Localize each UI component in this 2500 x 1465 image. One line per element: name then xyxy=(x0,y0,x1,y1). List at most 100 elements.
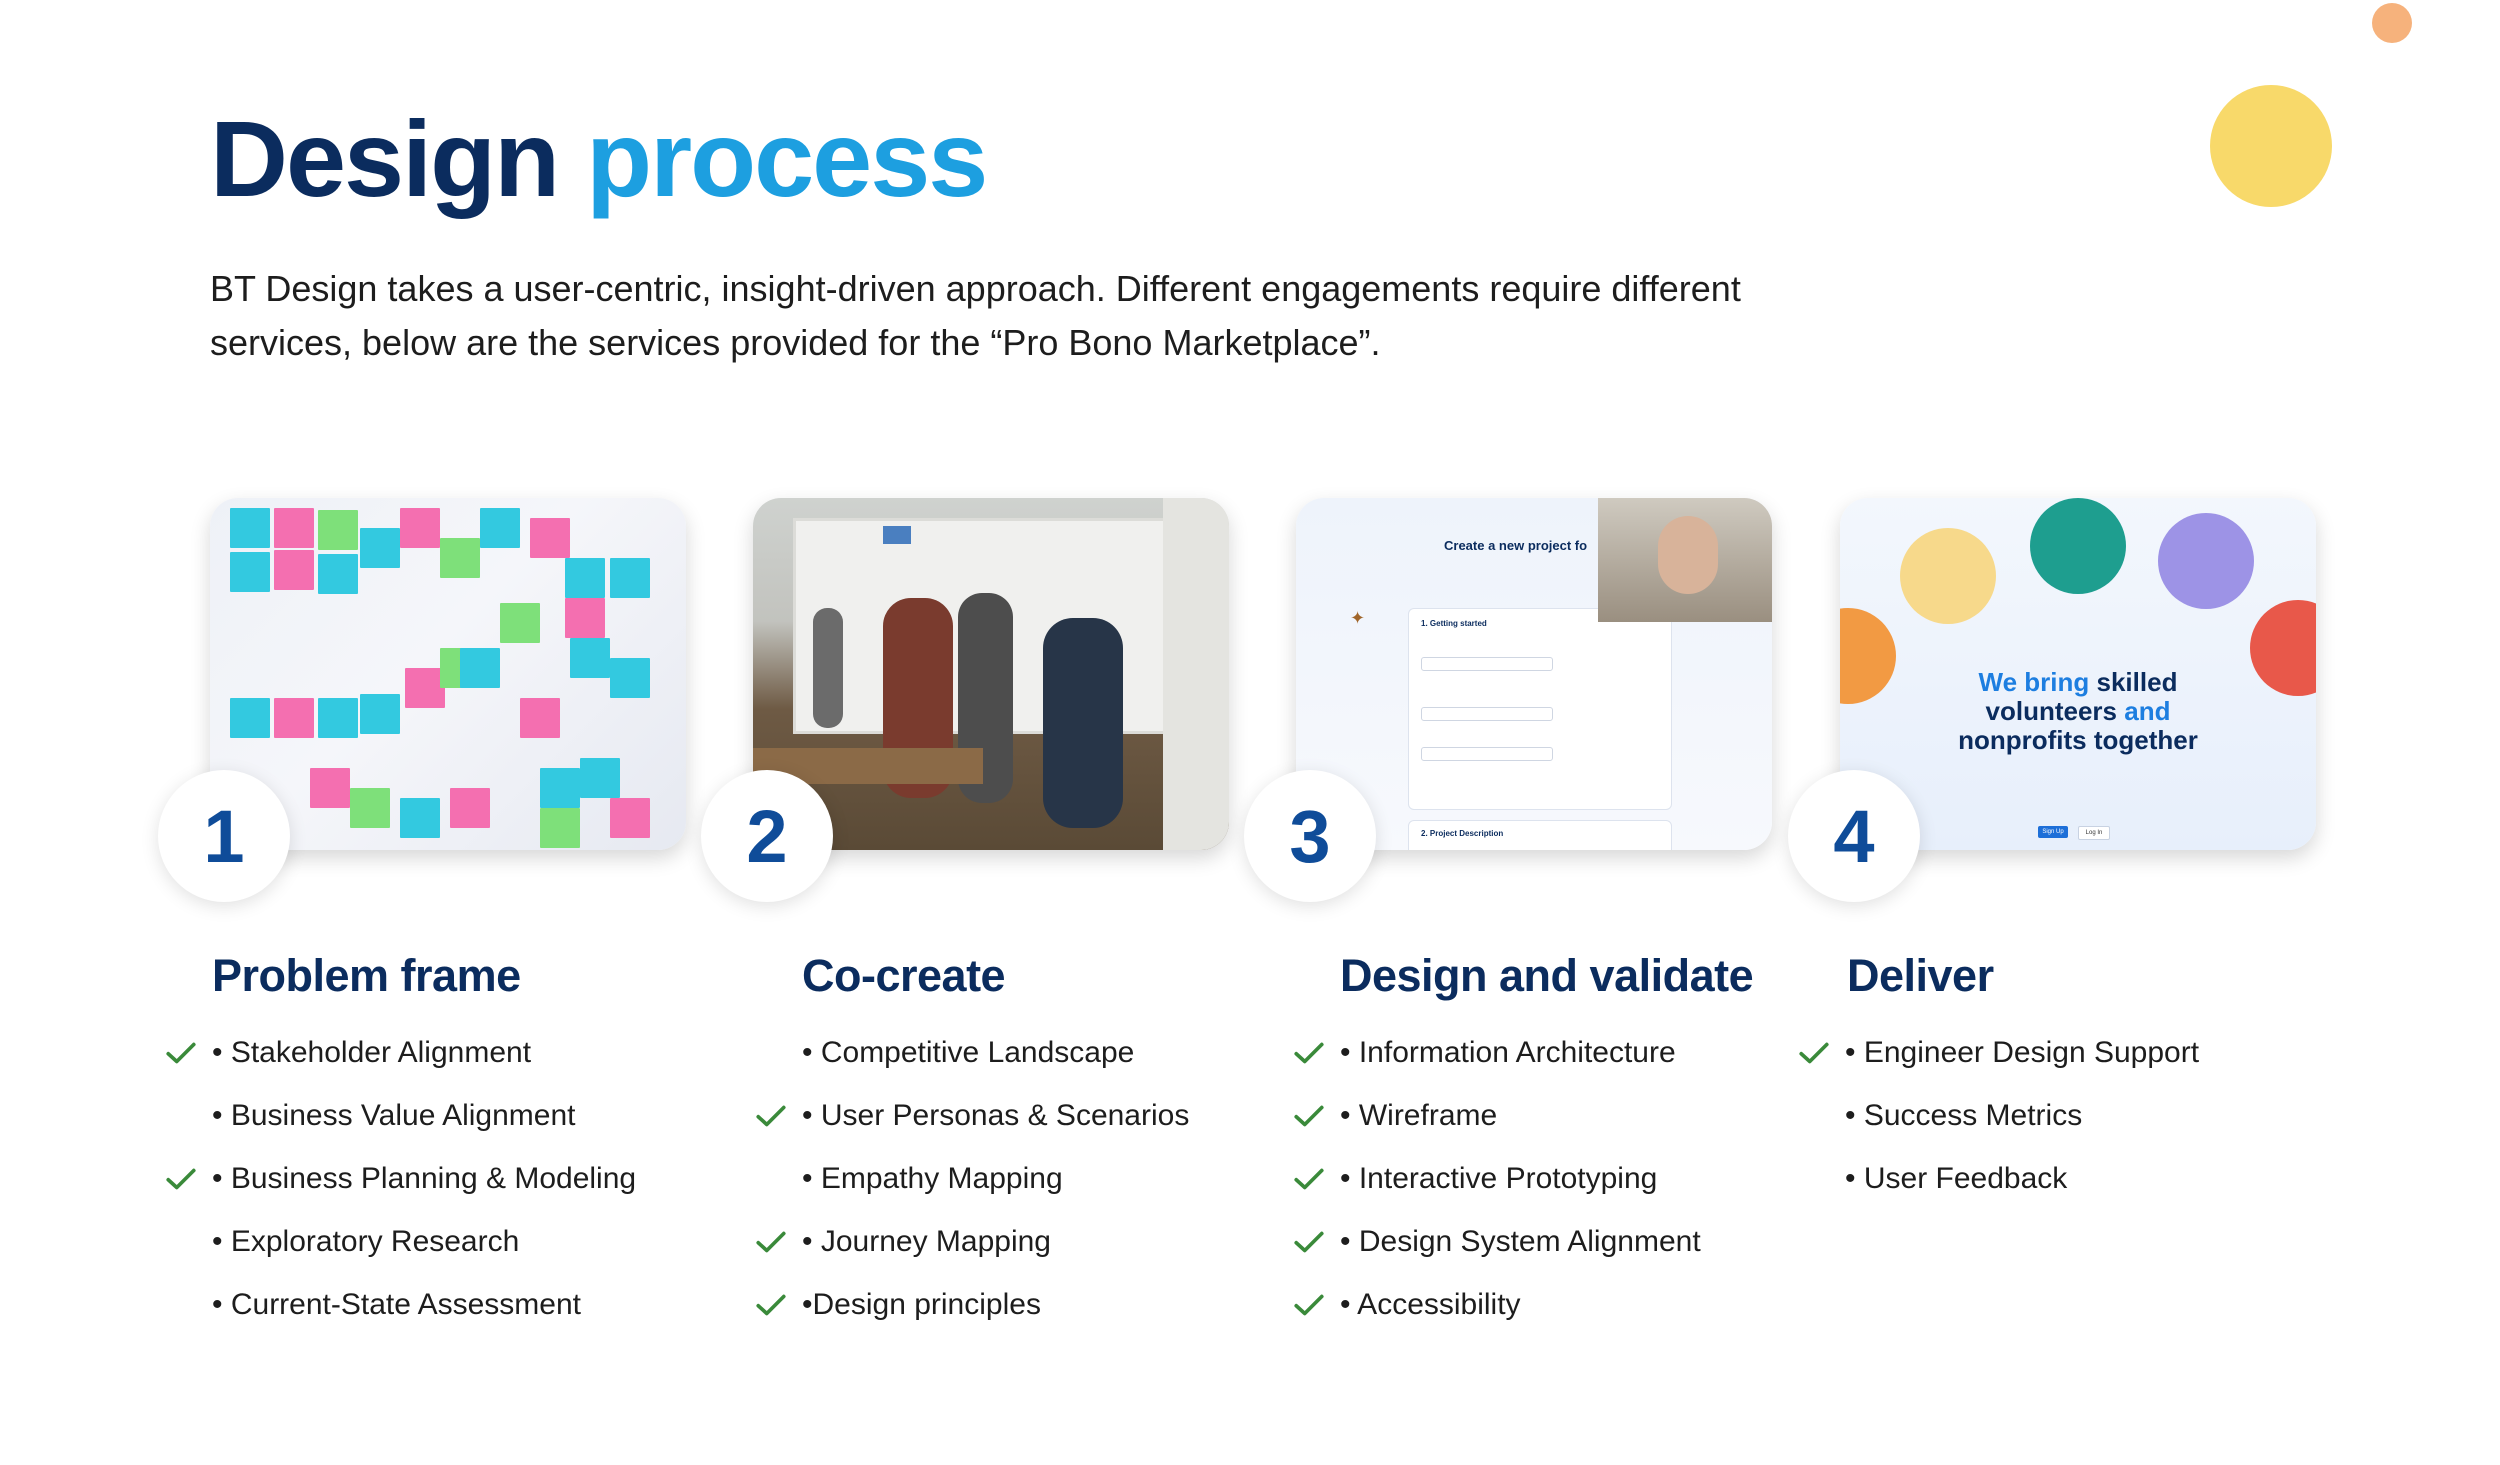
service-item-label: • Business Value Alignment xyxy=(212,1099,576,1132)
service-item: • Journey Mapping xyxy=(756,1219,1189,1282)
service-item-label: • Interactive Prototyping xyxy=(1340,1162,1658,1195)
step-1-title: Problem frame xyxy=(212,950,521,1001)
form-card: 1. Getting started xyxy=(1408,608,1672,810)
service-item: • Current-State Assessment xyxy=(212,1282,636,1345)
service-item-label: • Exploratory Research xyxy=(212,1225,520,1258)
service-item-label: • Success Metrics xyxy=(1845,1099,2083,1132)
service-item: • Wireframe xyxy=(1294,1093,1701,1156)
step-1-image-sticky-notes xyxy=(210,498,686,850)
marketplace-headline: We bring skilled volunteers and nonprofi… xyxy=(1840,668,2316,755)
sticky-note xyxy=(360,694,400,734)
service-item-label: • Journey Mapping xyxy=(802,1225,1051,1258)
sticky-note xyxy=(360,528,400,568)
sticky-note xyxy=(500,603,540,643)
service-item-label: • Current-State Assessment xyxy=(212,1288,581,1321)
sticky-note xyxy=(400,508,440,548)
service-item: • User Personas & Scenarios xyxy=(756,1093,1189,1156)
service-item-label: • User Feedback xyxy=(1845,1162,2068,1195)
service-item: • Engineer Design Support xyxy=(1799,1030,2200,1093)
checkmark-icon xyxy=(1294,1294,1324,1316)
sticky-note xyxy=(274,550,314,590)
avatar xyxy=(2158,513,2254,609)
checkmark-icon xyxy=(756,1231,786,1253)
checkmark-icon xyxy=(756,1105,786,1127)
step-4-image-marketplace-screen: We bring skilled volunteers and nonprofi… xyxy=(1840,498,2316,850)
checkmark-icon xyxy=(1294,1042,1324,1064)
form-card-2: 2. Project Description xyxy=(1408,820,1672,850)
sticky-note xyxy=(570,638,610,678)
step-1-services-list: • Stakeholder Alignment• Business Value … xyxy=(166,1030,637,1345)
title-part-2: process xyxy=(586,98,988,219)
form-dropdown xyxy=(1421,747,1553,761)
headline-part: volunteers xyxy=(1985,696,2118,726)
sticky-note xyxy=(565,558,605,598)
butterfly-icon: ✦ xyxy=(1350,608,1366,628)
sticky-note xyxy=(230,552,270,592)
step-4-services-list: • Engineer Design Support • Success Metri… xyxy=(1799,1030,2200,1219)
checkmark-icon xyxy=(756,1294,786,1316)
headline-part: We bring xyxy=(1978,667,2090,697)
sticky-note xyxy=(580,758,620,798)
service-item-label: • Wireframe xyxy=(1340,1099,1498,1132)
service-item-label: • Accessibility xyxy=(1340,1288,1521,1321)
page-title: Design process xyxy=(210,98,988,219)
service-item: • Information Architecture xyxy=(1294,1030,1701,1093)
service-item-label: • Empathy Mapping xyxy=(802,1162,1063,1195)
avatar xyxy=(1900,528,1996,624)
checkmark-icon xyxy=(1294,1168,1324,1190)
step-3-title: Design and validate xyxy=(1340,950,1754,1001)
form-dropdown xyxy=(1421,707,1553,721)
service-item-label: • Engineer Design Support xyxy=(1845,1036,2200,1069)
headline-part: and xyxy=(2124,696,2171,726)
sticky-note xyxy=(565,598,605,638)
service-item: • User Feedback xyxy=(1845,1156,2199,1219)
signup-button[interactable]: Sign Up xyxy=(2038,826,2068,838)
whiteboard-tag xyxy=(883,526,911,544)
sticky-note xyxy=(610,798,650,838)
step-3-image-form-screen: Create a new project fo 1. Getting start… xyxy=(1296,498,1772,850)
sticky-note xyxy=(310,768,350,808)
form-dropdown xyxy=(1421,657,1553,671)
service-item: • Empathy Mapping xyxy=(802,1156,1189,1219)
sticky-note xyxy=(350,788,390,828)
service-item-label: • Business Planning & Modeling xyxy=(212,1162,637,1195)
service-item-label: • Competitive Landscape xyxy=(802,1036,1135,1069)
sticky-note xyxy=(460,648,500,688)
headline-part: skilled xyxy=(2096,667,2178,697)
sticky-note xyxy=(440,538,480,578)
service-item: • Competitive Landscape xyxy=(802,1030,1189,1093)
sticky-note xyxy=(318,698,358,738)
step-2-services-list: • Competitive Landscape • User Personas &… xyxy=(756,1030,1189,1345)
form-section-1: 1. Getting started xyxy=(1421,619,1487,628)
checkmark-icon xyxy=(1294,1105,1324,1127)
checkmark-icon xyxy=(1799,1042,1829,1064)
step-1-number-badge: 1 xyxy=(158,770,290,902)
step-2-image-workshop xyxy=(753,498,1229,850)
sticky-note xyxy=(274,698,314,738)
step-2-title: Co-create xyxy=(802,950,1006,1001)
decorative-dot-orange xyxy=(2372,3,2412,43)
sticky-note xyxy=(610,658,650,698)
sticky-note xyxy=(520,698,560,738)
service-item: • Success Metrics xyxy=(1845,1093,2199,1156)
checkmark-icon xyxy=(166,1168,196,1190)
service-item: • Interactive Prototyping xyxy=(1294,1156,1701,1219)
step-4-number-badge: 4 xyxy=(1788,770,1920,902)
sticky-note xyxy=(230,698,270,738)
service-item: • Business Planning & Modeling xyxy=(166,1156,637,1219)
step-3-services-list: • Information Architecture • Wireframe • I… xyxy=(1294,1030,1701,1345)
sticky-note xyxy=(400,798,440,838)
sticky-note xyxy=(405,668,445,708)
service-item: •Design principles xyxy=(756,1282,1189,1345)
service-item-label: • Information Architecture xyxy=(1340,1036,1676,1069)
sticky-note xyxy=(318,554,358,594)
video-call-person xyxy=(1658,516,1718,594)
wall-panel xyxy=(1163,498,1229,850)
decorative-dot-yellow xyxy=(2210,85,2332,207)
login-button[interactable]: Log In xyxy=(2078,826,2110,840)
sticky-note xyxy=(274,508,314,548)
headline-part: nonprofits together xyxy=(1958,725,2198,755)
sticky-note xyxy=(540,808,580,848)
service-item-label: • Design System Alignment xyxy=(1340,1225,1701,1258)
intro-text: BT Design takes a user-centric, insight-… xyxy=(210,268,1741,363)
